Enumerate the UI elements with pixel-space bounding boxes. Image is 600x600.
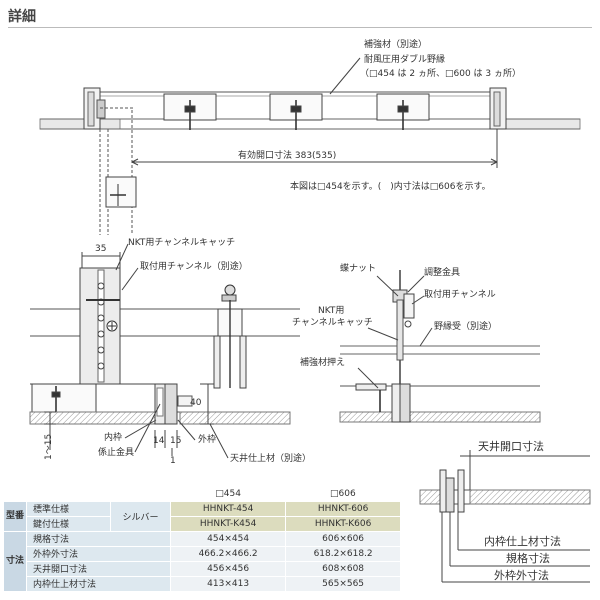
finish-cell: シルバー xyxy=(110,501,172,532)
dimension-opening: 有効開口寸法 383(535) xyxy=(238,151,337,161)
cell-value: 413×413 xyxy=(170,576,287,592)
row-label: 外枠外寸法 xyxy=(26,546,172,562)
label-ceiling-finish: 天井仕上材（別途） xyxy=(230,454,312,464)
dim-14: 14 xyxy=(153,436,165,446)
group-model: 型番 xyxy=(4,501,28,532)
row-label: 内枠仕上材寸法 xyxy=(26,576,172,592)
cell-value: 466.2×466.2 xyxy=(170,546,287,562)
label-mount-channel-right: 取付用チャンネル xyxy=(424,290,496,300)
dim-1: 1 xyxy=(170,456,176,466)
title-divider xyxy=(8,27,592,28)
table-row: 天井開口寸法 456×456 608×608 xyxy=(4,561,400,577)
label-spec-size: 規格寸法 xyxy=(506,552,550,565)
label-wing-nut: 蝶ナット xyxy=(340,264,377,274)
table-row: 寸法 規格寸法 454×454 606×606 xyxy=(4,531,400,592)
label-outer-size: 外枠外寸法 xyxy=(494,569,549,582)
cell-value: 456×456 xyxy=(170,561,287,577)
label-nkt-2: チャンネルキャッチ xyxy=(292,318,373,328)
callout-double-edge: 耐風圧用ダブル野縁 xyxy=(364,55,446,65)
label-mount-channel: 取付用チャンネル（別途） xyxy=(140,262,248,272)
row-label-standard: 標準仕様 xyxy=(26,501,112,517)
label-reinforce-hold: 補強材押え xyxy=(300,358,346,368)
callout-reinforcement: 補強材（別途） xyxy=(364,40,428,50)
cell-value: 606×606 xyxy=(285,531,400,547)
dim-15: 15 xyxy=(170,436,182,446)
table-row: 外枠外寸法 466.2×466.2 618.2×618.2 xyxy=(4,546,400,562)
callout-double-edge-note: （□454 は 2 ヵ所、□600 は 3 ヵ所） xyxy=(360,69,521,79)
dim-40: 40 xyxy=(190,398,202,408)
table-row: 型番 標準仕様 シルバー HHNKT-454 HHNKT-606 xyxy=(4,501,400,532)
model-keyed-606: HHNKT-K606 xyxy=(285,516,400,532)
model-standard-606: HHNKT-606 xyxy=(285,501,400,517)
model-keyed-454: HHNKT-K454 xyxy=(170,516,287,532)
label-ceiling-opening: 天井開口寸法 xyxy=(478,440,544,453)
label-nkt-1: NKT用 xyxy=(318,306,345,316)
row-label-keyed: 鍵付仕様 xyxy=(26,516,112,532)
label-edge-receiver: 野縁受（別途） xyxy=(434,322,498,332)
model-standard-454: HHNKT-454 xyxy=(170,501,287,517)
page-title: 詳細 xyxy=(8,9,36,25)
table-row: 内枠仕上材寸法 413×413 565×565 xyxy=(4,576,400,592)
col-header-606: □606 xyxy=(285,487,400,502)
scale-note: 本図は□454を示す。( )内寸法は□606を示す。 xyxy=(290,182,491,192)
right-section-diagram xyxy=(339,270,541,423)
table-row: 鍵付仕様 HHNKT-K454 HHNKT-K606 xyxy=(4,516,400,532)
row-label: 天井開口寸法 xyxy=(26,561,172,577)
bottom-right-diagram xyxy=(419,450,591,583)
label-nkt-catch: NKT用チャンネルキャッチ xyxy=(128,238,236,248)
label-inner-frame: 内枠 xyxy=(104,433,123,443)
row-label: 規格寸法 xyxy=(26,531,172,547)
label-adjust-fitting: 調整金具 xyxy=(424,268,461,278)
spec-table: □454 □606 型番 標準仕様 シルバー HHNKT-454 HHNKT-6… xyxy=(4,487,400,592)
top-section-diagram xyxy=(39,57,581,235)
dim-1-15: 1～15 xyxy=(44,433,54,460)
dim-35: 35 xyxy=(95,244,107,254)
cell-value: 454×454 xyxy=(170,531,287,547)
cell-value: 608×608 xyxy=(285,561,400,577)
cell-value: 565×565 xyxy=(285,576,400,592)
label-stop-fitting: 係止金具 xyxy=(98,448,135,458)
label-inner-finish: 内枠仕上材寸法 xyxy=(484,535,561,548)
table-header-row: □454 □606 xyxy=(4,487,400,502)
label-outer-frame: 外枠 xyxy=(198,435,217,445)
col-header-454: □454 xyxy=(170,487,286,502)
cell-value: 618.2×618.2 xyxy=(285,546,400,562)
group-dims: 寸法 xyxy=(4,531,28,592)
left-section-diagram xyxy=(29,243,300,459)
